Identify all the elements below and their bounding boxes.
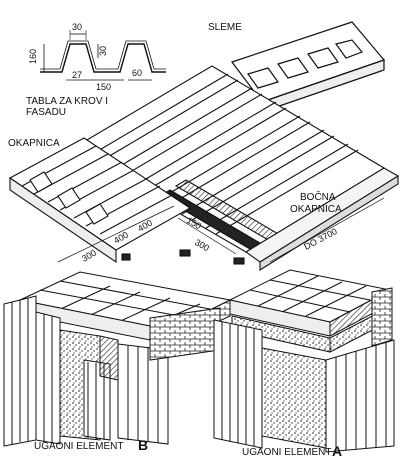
dim-30-top: 30 <box>72 22 82 32</box>
dim-27: 27 <box>72 70 82 80</box>
label-bocna-line2: OKAPNICA <box>290 204 342 215</box>
label-bocna-line1: BOČNA <box>300 190 336 203</box>
label-sleme: SLEME <box>208 22 242 33</box>
dim-60: 60 <box>132 68 142 78</box>
roof-dimension-lines <box>57 197 385 263</box>
ridge-cap-sleme <box>231 21 386 113</box>
label-ugaoni-a-letter: A <box>332 443 342 459</box>
label-ugaoni-a: UGAONI ELEMENT <box>242 447 331 458</box>
label-tabla-line1: TABLA ZA KROV I <box>26 96 108 107</box>
dim-150: 150 <box>96 82 111 92</box>
dim-300-right: 300 <box>193 237 211 253</box>
label-okapnica: OKAPNICA <box>8 138 60 149</box>
label-tabla-line2: FASADU <box>26 107 66 118</box>
roof-panels <box>8 65 400 271</box>
dim-160: 160 <box>28 49 38 64</box>
dim-30-side: 30 <box>98 46 108 56</box>
corner-element-b <box>3 271 232 447</box>
label-ugaoni-b: UGAONI ELEMENT <box>34 441 123 452</box>
label-ugaoni-b-letter: B <box>138 437 148 453</box>
corner-element-a <box>213 269 395 453</box>
trapezoid-profile-detail <box>40 30 166 81</box>
